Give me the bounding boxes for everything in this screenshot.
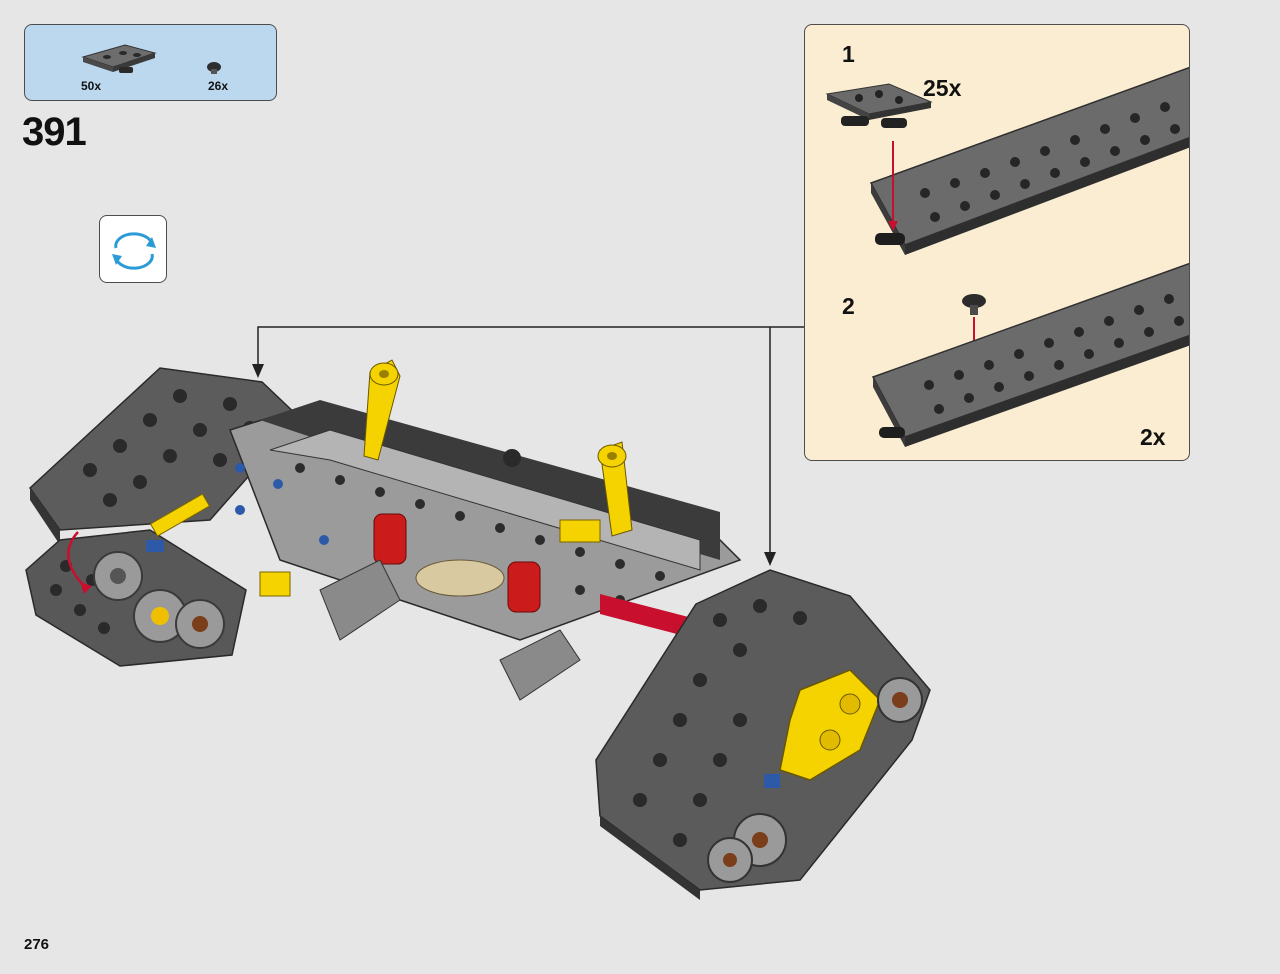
parts-quantity-track-link: 50x [81,79,102,93]
callout-substep-1-quantity: 25x [923,75,962,101]
parts-list: 50x 26x [24,24,277,101]
page-number: 276 [24,936,50,953]
sub-assembly-callout: 1 25x 2 2x [804,24,1190,461]
callout-substep-2-number: 2 [842,293,855,319]
pin-cap-icon [207,62,221,74]
parts-quantity-pin-cap: 26x [208,79,229,93]
right-track-assembly [595,569,931,900]
rotate-model-box [99,215,167,283]
rotate-model-icon [112,232,156,270]
central-frame [229,359,742,701]
callout-substep-1-number: 1 [842,41,855,67]
step-number: 391 [22,110,87,154]
single-track-link-icon [825,83,933,128]
track-chain-lower [871,262,1189,447]
callout-substep-2-quantity: 2x [1140,424,1166,450]
track-link-icon [81,44,157,73]
left-track-assembly [25,367,302,667]
track-chain-upper [869,66,1189,255]
